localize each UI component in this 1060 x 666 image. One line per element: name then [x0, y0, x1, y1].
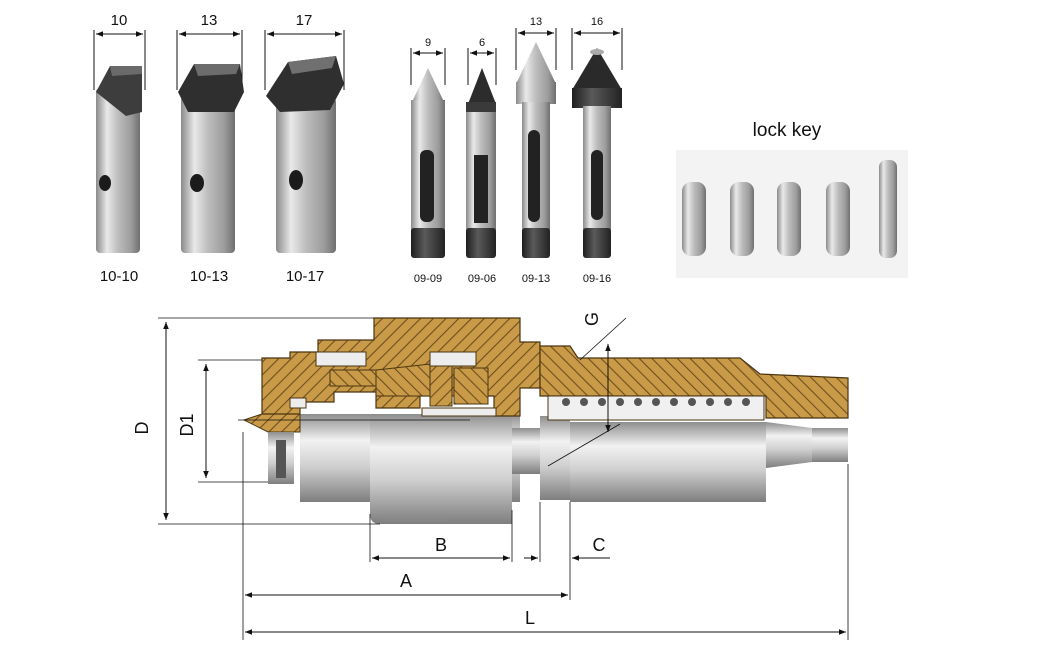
part-label: 09-13	[522, 273, 550, 285]
dim-10-10: 10	[93, 12, 146, 90]
live-center-section-drawing: D D1 G B C	[132, 312, 849, 640]
part-label: 10-17	[286, 268, 324, 285]
lock-key-title: lock key	[753, 120, 822, 141]
center-10-13: 10-13	[178, 64, 244, 285]
label-D1: D1	[177, 413, 197, 436]
dim-label: 9	[425, 37, 431, 49]
label-C: C	[593, 535, 606, 555]
label-L: L	[525, 608, 535, 628]
lock-key	[730, 182, 754, 256]
dimension-G: G	[547, 312, 627, 467]
dim-label: 6	[479, 37, 485, 49]
dim-label: 13	[530, 16, 542, 28]
dimension-L: L	[245, 464, 849, 640]
dimension-D1: D1	[177, 359, 268, 483]
center-10-10: 10-10	[96, 66, 142, 285]
lock-key	[682, 182, 706, 256]
dim-10-17: 17	[264, 12, 345, 90]
part-label: 09-09	[414, 273, 442, 285]
dim-09-09: 9	[410, 37, 446, 85]
center-09-16: 09-16	[572, 48, 622, 285]
dim-label: 10	[111, 12, 128, 29]
spring-coils	[562, 398, 750, 406]
label-A: A	[400, 571, 412, 591]
collar	[540, 416, 570, 500]
label-G: G	[582, 312, 602, 326]
label-B: B	[435, 535, 447, 555]
dim-09-13: 13	[515, 16, 557, 70]
body	[570, 422, 766, 502]
part-label: 10-13	[190, 268, 228, 285]
dimension-C: C	[524, 502, 610, 600]
dim-label: 16	[591, 16, 603, 28]
dim-label: 17	[296, 12, 313, 29]
part-label: 09-06	[468, 273, 496, 285]
lock-key	[826, 182, 850, 256]
dim-09-16: 16	[571, 16, 623, 70]
lock-key	[777, 182, 801, 256]
dimension-D: D	[132, 317, 380, 525]
front-nut	[370, 414, 458, 524]
center-group-2: 9 6 13 16 09-09	[410, 16, 623, 285]
dim-label: 13	[201, 12, 218, 29]
dimension-A: A	[242, 432, 568, 640]
dim-09-06: 6	[467, 37, 497, 85]
lock-key	[879, 160, 897, 258]
center-group-1: 10 13 17 10-10 10-13	[93, 12, 345, 285]
center-09-09: 09-09	[411, 68, 445, 285]
part-label: 10-10	[100, 268, 138, 285]
center-09-13: 09-13	[516, 42, 556, 285]
center-09-06: 09-06	[466, 68, 496, 285]
label-D: D	[132, 422, 152, 435]
lock-key-group: lock key	[676, 120, 908, 278]
taper-end	[812, 428, 848, 462]
part-label: 09-16	[583, 273, 611, 285]
dimension-B: B	[369, 510, 513, 562]
center-10-17: 10-17	[266, 56, 344, 285]
